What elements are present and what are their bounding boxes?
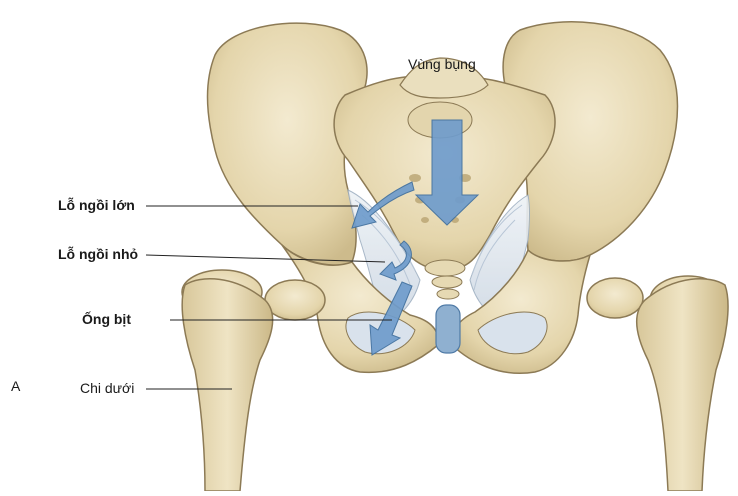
panel-letter: A <box>11 378 21 394</box>
pubic-symphysis <box>435 304 461 354</box>
right-femur <box>586 275 729 492</box>
label-greater-sciatic-foramen: Lỗ ngồi lớn <box>58 197 135 213</box>
right-obturator-foramen <box>477 311 548 355</box>
greater-sciatic-arrow <box>351 181 415 229</box>
left-femur <box>181 269 326 492</box>
label-obturator-canal: Ống bịt <box>82 311 131 327</box>
lesser-sciatic-arrow <box>379 240 412 281</box>
lumbar-vertebra <box>399 57 489 99</box>
obturator-arrow <box>369 281 413 356</box>
label-abdomen: Vùng bụng <box>408 56 476 72</box>
coccyx <box>424 259 466 300</box>
abdomen-arrow <box>414 119 480 226</box>
leader-lesser-sciatic <box>145 254 386 263</box>
label-lesser-sciatic-foramen: Lỗ ngồi nhỏ <box>58 246 139 262</box>
label-lower-limb: Chi dưới <box>80 380 135 396</box>
